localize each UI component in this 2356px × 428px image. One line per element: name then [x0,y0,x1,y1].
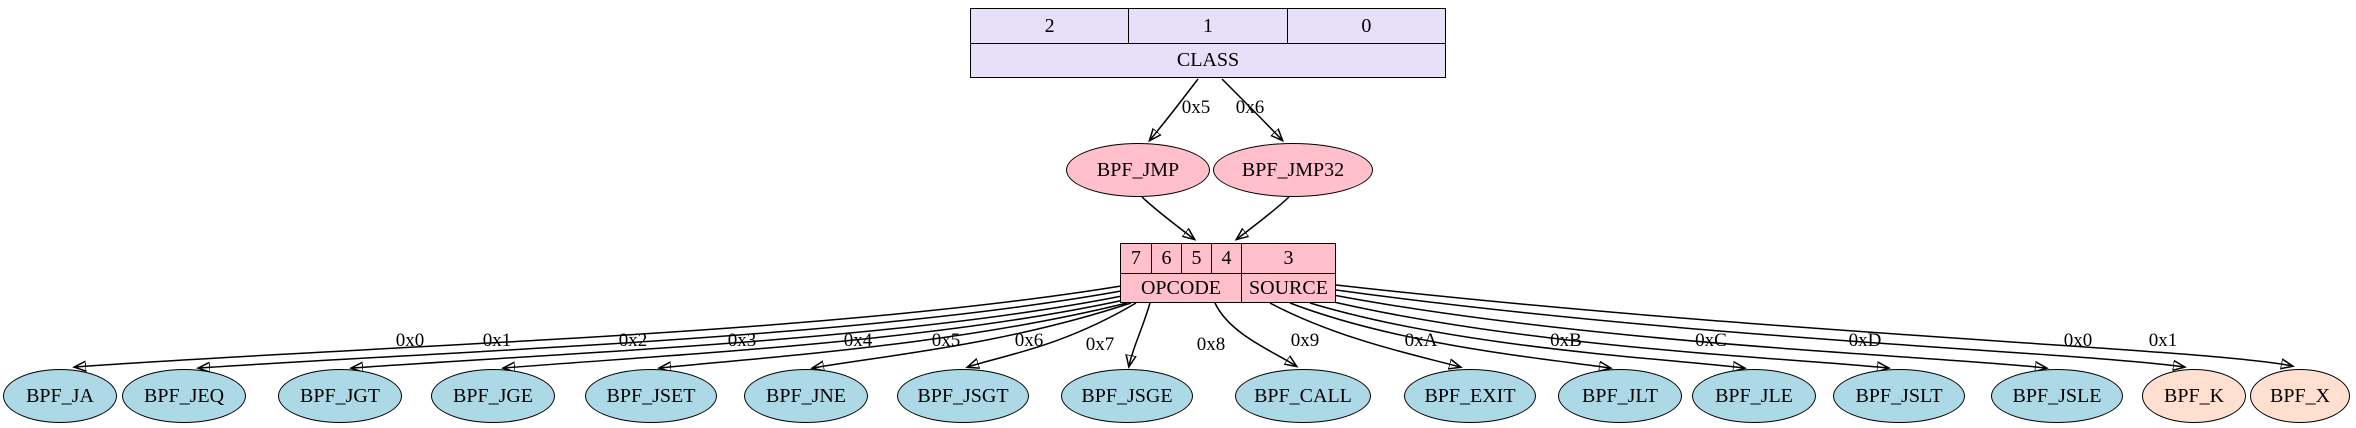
class-label: CLASS [971,43,1445,77]
edge-opcode-to-bpf-ja [75,285,1122,367]
source-bit-3: 3 [1241,244,1335,273]
node-bpf-jslt: BPF_JSLT [1833,369,1965,423]
class-node: 2 1 0 CLASS [970,8,1446,78]
edge-opcode-to-bpf-jslt [1324,299,1888,368]
edge-opcode-to-bpf-exit [1269,302,1460,367]
node-bpf-jgt: BPF_JGT [278,369,402,423]
edge-label-bpf-jsge: 0x7 [1085,334,1115,355]
edge-label-bpf-jslt: 0xC [1695,330,1727,351]
edge-label-class-bpf-jmp32: 0x6 [1235,97,1265,118]
opcode-source-node: 7 6 5 4 3 OPCODE SOURCE [1120,243,1336,303]
edge-label-bpf-exit: 0x9 [1290,330,1320,351]
edge-bpf-jmp32-to-opcode [1237,196,1290,239]
class-bit-1: 1 [1128,9,1286,43]
edge-label-class-bpf-jmp: 0x5 [1181,97,1211,118]
node-bpf-jsge: BPF_JSGE [1061,369,1193,423]
source-label: SOURCE [1241,273,1335,302]
edge-opcode-to-bpf-jlt [1289,302,1610,368]
node-bpf-jsle: BPF_JSLE [1991,369,2123,423]
node-bpf-jmp: BPF_JMP [1066,143,1210,197]
edge-source-to-bpf-k [1335,289,2184,367]
edge-class-to-bpf-jmp32 [1221,78,1282,140]
class-bit-0: 0 [1286,9,1445,43]
edge-label-bpf-jeq: 0x1 [482,330,512,351]
edge-bpf-jmp-to-opcode [1141,196,1194,239]
node-bpf-exit: BPF_EXIT [1404,369,1536,423]
node-bpf-jlt: BPF_JLT [1558,369,1682,423]
edge-label-bpf-ja: 0x0 [395,330,425,351]
edge-label-bpf-jge: 0x3 [727,330,757,351]
edge-label-bpf-jne: 0x5 [931,330,961,351]
edge-opcode-to-bpf-jgt [352,295,1123,368]
edge-label-bpf-jle: 0xB [1550,330,1582,351]
edge-opcode-to-bpf-jset [660,302,1128,368]
edge-opcode-to-bpf-jsle [1332,294,2046,368]
edge-opcode-to-bpf-jsge [1129,302,1151,366]
edge-label-bpf-jsgt: 0x6 [1014,330,1044,351]
opcode-label: OPCODE [1121,273,1241,302]
edge-label-bpf-jsle: 0xD [1848,330,1882,351]
node-bpf-jsgt: BPF_JSGT [897,369,1029,423]
class-label-row: CLASS [971,43,1445,77]
edge-opcode-to-bpf-jsgt [968,302,1137,367]
node-bpf-k: BPF_K [2142,369,2246,423]
opcode-fields-row: OPCODE SOURCE [1121,273,1335,302]
edge-opcode-to-bpf-jeq [199,290,1122,368]
node-bpf-ja: BPF_JA [3,369,117,423]
node-bpf-jmp32: BPF_JMP32 [1213,143,1373,197]
opcode-bit-6: 6 [1151,244,1181,273]
edge-label-bpf-x: 0x1 [2148,330,2178,351]
node-bpf-jset: BPF_JSET [585,369,717,423]
edge-source-to-bpf-x [1335,284,2292,366]
edge-opcode-to-bpf-jne [813,302,1132,368]
edge-opcode-to-bpf-jge [504,299,1125,368]
edge-label-bpf-k: 0x0 [2063,330,2093,351]
class-bits-row: 2 1 0 [971,9,1445,43]
node-bpf-jle: BPF_JLE [1692,369,1816,423]
edge-label-bpf-jlt: 0xA [1404,330,1438,351]
edge-opcode-to-bpf-jle [1309,302,1744,368]
opcode-bit-5: 5 [1181,244,1211,273]
edge-label-bpf-jset: 0x4 [843,330,873,351]
node-bpf-x: BPF_X [2250,369,2350,423]
node-bpf-jge: BPF_JGE [431,369,555,423]
opcode-bit-4: 4 [1211,244,1241,273]
edge-label-bpf-jgt: 0x2 [618,330,648,351]
edge-class-to-bpf-jmp [1150,78,1199,140]
edge-opcode-to-bpf-call [1214,302,1296,366]
node-bpf-call: BPF_CALL [1235,369,1371,423]
edge-label-bpf-call: 0x8 [1196,334,1226,355]
node-bpf-jeq: BPF_JEQ [122,369,246,423]
class-bit-2: 2 [1044,14,1055,37]
opcode-bits-row: 7 6 5 4 3 [1121,244,1335,273]
opcode-bit-7: 7 [1131,247,1141,269]
node-bpf-jne: BPF_JNE [744,369,868,423]
